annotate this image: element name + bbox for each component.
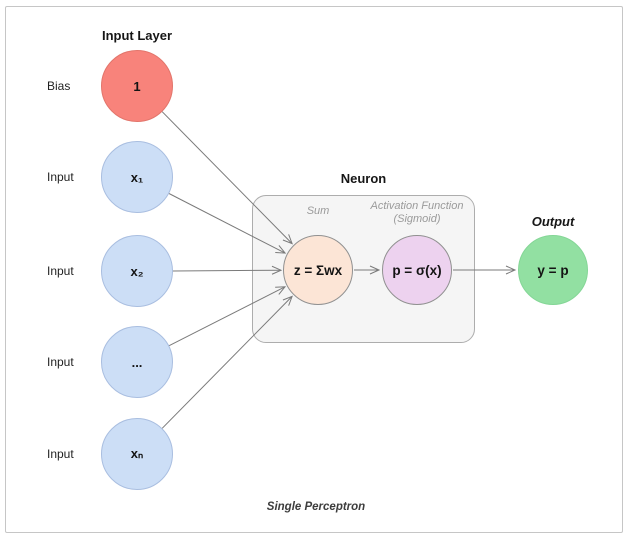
output-title: Output — [531, 214, 575, 229]
activation-node: p = σ(x) — [382, 235, 452, 305]
activation-caption: Activation Function (Sigmoid) — [362, 200, 472, 226]
input-node-label: xₙ — [130, 446, 144, 461]
activation-caption-line1: Activation Function — [370, 200, 464, 212]
sum-node: z = Σwx — [283, 235, 353, 305]
bias-side-label: Bias — [47, 79, 71, 93]
sum-caption: Sum — [306, 205, 330, 217]
output-node: y = p — [518, 235, 588, 305]
diagram-caption: Single Perceptron — [266, 501, 366, 513]
diagram-frame — [5, 6, 623, 533]
arrow-xn-to-sum — [161, 295, 293, 429]
bias-node: 1 — [101, 50, 173, 122]
input-side-label: Input — [47, 170, 74, 184]
activation-node-label: p = σ(x) — [392, 262, 442, 278]
input-node-label: x₁ — [130, 169, 144, 185]
input-node-label: x₂ — [130, 263, 144, 279]
bias-node-label: 1 — [133, 78, 141, 94]
input-side-label: Input — [47, 264, 74, 278]
arrow-dots-to-sum — [168, 286, 287, 347]
input-side-label: Input — [47, 447, 74, 461]
input-node-x1: x₁ — [101, 141, 173, 213]
input-node-ellipsis: ... — [101, 326, 173, 398]
arrow-bias-to-sum — [161, 111, 293, 245]
input-layer-title: Input Layer — [101, 28, 173, 43]
input-node-label: ... — [131, 354, 143, 370]
input-node-xn: xₙ — [101, 418, 173, 490]
output-node-label: y = p — [537, 262, 569, 278]
activation-caption-line2: (Sigmoid) — [393, 213, 441, 225]
input-node-x2: x₂ — [101, 235, 173, 307]
input-side-label: Input — [47, 355, 74, 369]
arrow-x2-to-sum — [172, 265, 283, 275]
sum-node-label: z = Σwx — [293, 262, 343, 278]
neuron-title: Neuron — [340, 171, 387, 186]
arrow-x1-to-sum — [168, 193, 287, 254]
